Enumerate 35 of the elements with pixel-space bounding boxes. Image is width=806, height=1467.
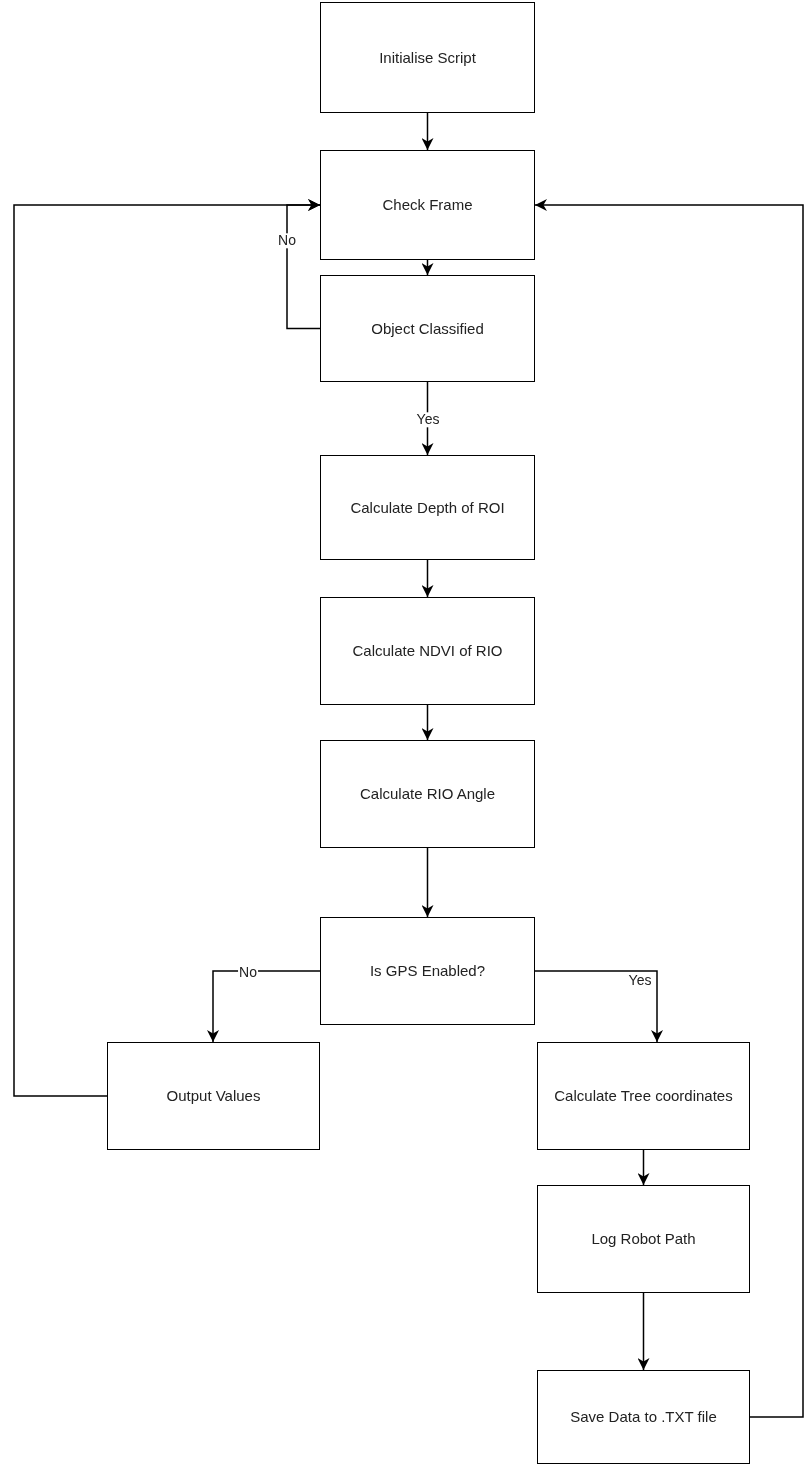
process-box [320,2,535,113]
box-text: Calculate Depth of ROI [350,497,505,518]
box-text: Calculate NDVI of RIO [352,641,503,661]
arrow [421,847,434,918]
arrow [421,112,434,151]
edge-label: Yes [415,412,441,428]
arrow [207,970,321,1043]
process-box [107,1042,320,1150]
process-box [320,917,535,1025]
arrow [421,559,434,598]
box-text: Initialise Script [379,47,476,68]
process-box [320,455,535,560]
process-box [320,597,535,705]
arrow [637,1292,650,1371]
box-text: Log Robot Path [591,1229,696,1249]
arrow [421,259,434,276]
process-box [537,1042,750,1150]
arrow [534,199,804,1418]
box-text: Check Frame [382,195,473,215]
arrow [637,1149,650,1186]
arrow [534,970,663,1043]
box-text: Is GPS Enabled? [369,961,486,981]
box-text: Object Classified [371,318,484,339]
edge-label: No [277,233,297,249]
box-text: Calculate Tree coordinates [554,1086,733,1106]
process-box [320,740,535,848]
box-text: Output Values [166,1086,261,1106]
arrow [13,199,321,1097]
box-text: Save Data to .TXT file [570,1407,717,1427]
arrow [421,704,434,741]
process-box [320,275,535,382]
process-box [537,1185,750,1293]
box-text: Calculate RIO Angle [359,784,496,804]
process-box [320,150,535,260]
process-box [537,1370,750,1464]
